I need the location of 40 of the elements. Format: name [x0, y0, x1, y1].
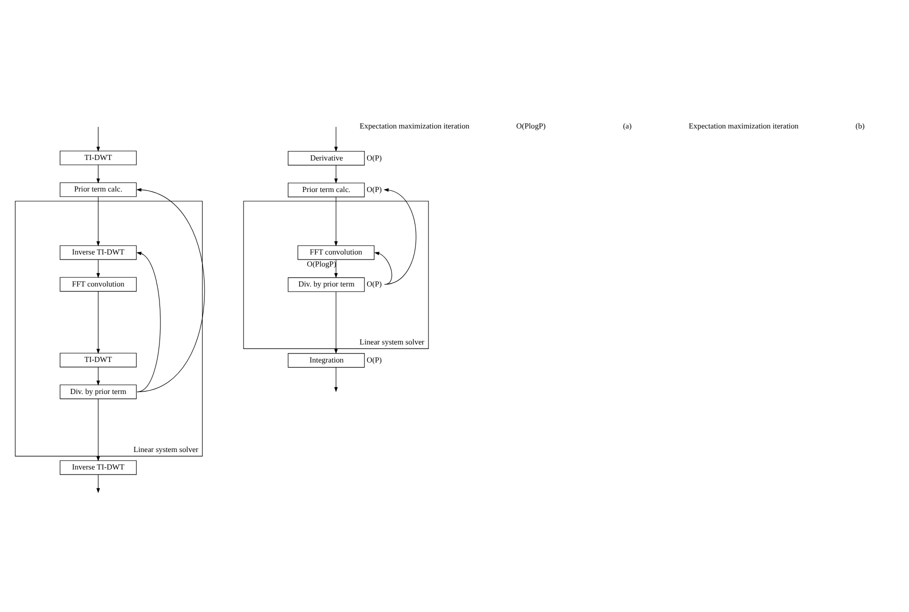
arrow	[374, 252, 392, 285]
node-box: Derivative	[288, 150, 365, 166]
arrow	[334, 196, 338, 246]
label: (a)	[622, 121, 632, 130]
node-box: FFT convolution	[60, 277, 137, 292]
node-box: Prior term calc.	[60, 182, 137, 197]
arrow	[96, 398, 100, 462]
node-box: Integration	[288, 353, 365, 368]
arrow	[334, 126, 338, 152]
edge-label: O(PlogP)	[306, 259, 336, 268]
arrow	[96, 474, 100, 494]
arrow	[96, 259, 100, 278]
label: Expectation maximization iteration	[688, 121, 799, 130]
arrow	[136, 188, 205, 392]
node-label: O(P)	[366, 153, 382, 162]
arrow	[136, 252, 161, 392]
arrow	[96, 196, 100, 246]
label: Expectation maximization iteration	[360, 121, 470, 130]
arrow	[96, 291, 100, 354]
node-label: O(P)	[366, 185, 382, 194]
arrow	[96, 126, 100, 152]
arrow	[96, 366, 100, 386]
arrow	[96, 164, 100, 184]
label: (b)	[856, 121, 865, 130]
arrow	[334, 164, 338, 184]
node-box: Inverse TI-DWT	[60, 245, 137, 260]
arrow	[334, 259, 338, 278]
node-box: Inverse TI-DWT	[60, 460, 137, 475]
node-label: O(P)	[366, 280, 382, 289]
label: O(PlogP)	[516, 121, 546, 130]
node-box: Prior term calc.	[288, 182, 365, 198]
node-box: TI-DWT	[60, 150, 137, 166]
node-box: Div. by prior term	[288, 277, 365, 292]
node-box: FFT convolution	[298, 245, 374, 260]
node-box: TI-DWT	[60, 352, 137, 368]
arrow	[334, 291, 338, 354]
arrow	[384, 188, 416, 285]
arrow	[334, 366, 338, 392]
node-label: O(P)	[366, 355, 382, 364]
node-box: Div. by prior term	[60, 384, 137, 400]
